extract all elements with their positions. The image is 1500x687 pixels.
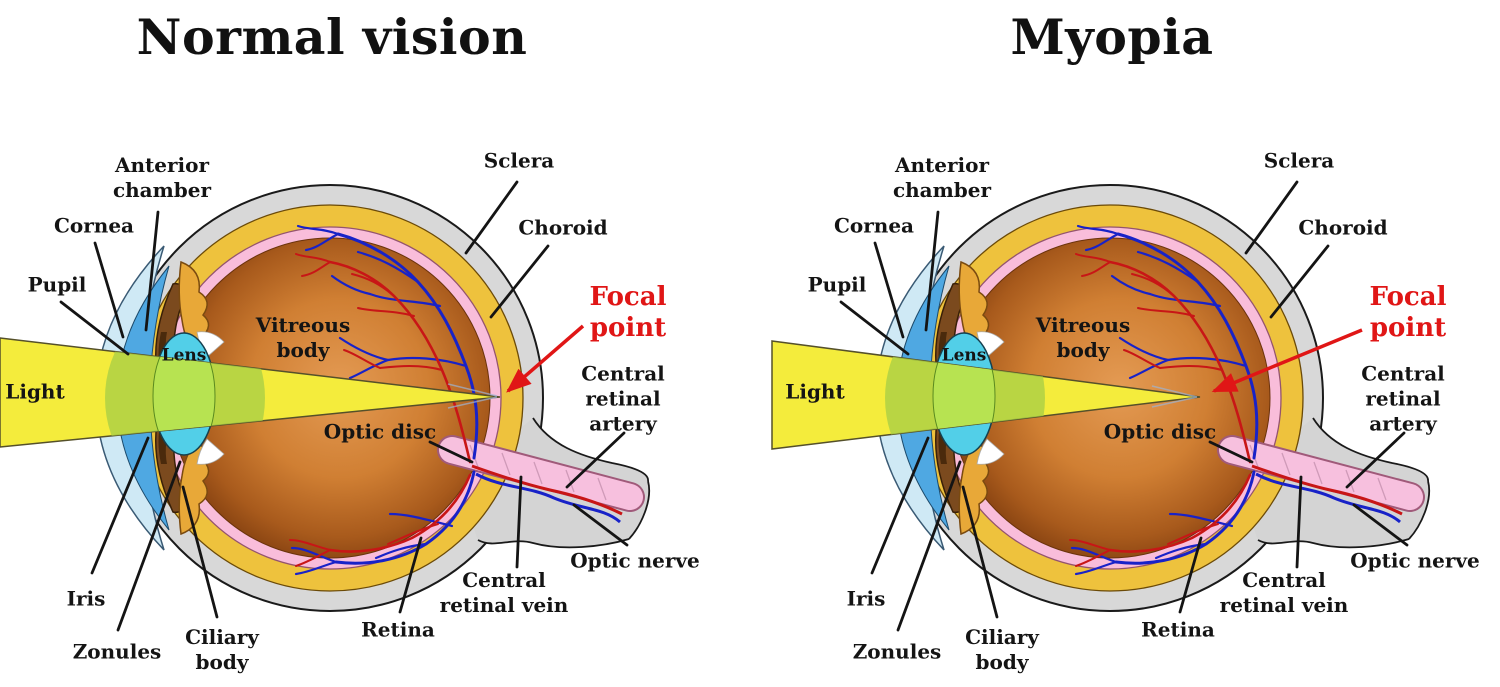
- eye-diagram-normal: [0, 0, 750, 632]
- focal-point-arrow: [506, 324, 585, 393]
- panel-myopia: Myopia Anterior chamber Cornea Pupil Lig…: [750, 0, 1500, 687]
- panel-normal-vision: Normal vision Anterior chamber Cornea Pu…: [0, 0, 750, 674]
- eye-diagram-myopia: [771, 0, 1500, 632]
- focal-point-arrow: [1211, 328, 1363, 393]
